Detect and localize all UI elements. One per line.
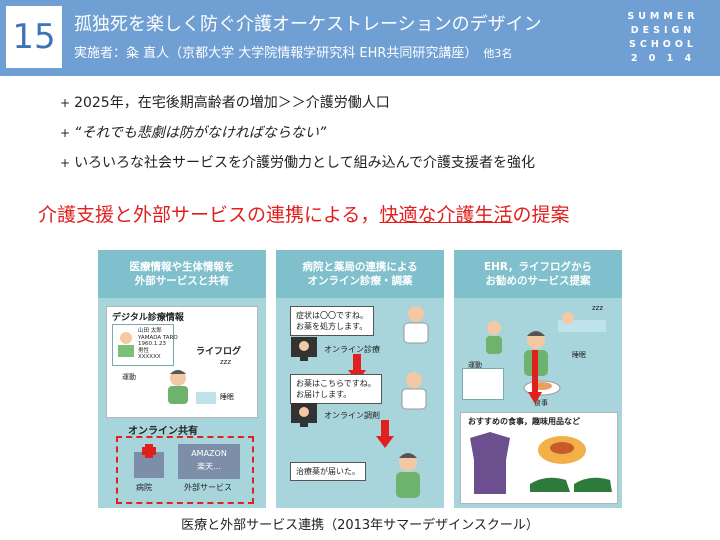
panel-title-line: EHR，ライフログから xyxy=(483,261,593,273)
panel-online-consult: 病院と薬局の連携によるオンライン診療・調薬 症状は〇〇ですね。 お薬を処方します… xyxy=(276,250,444,508)
panel-title-line: 医療情報や生体情報を xyxy=(129,261,235,273)
panel-title-line: オンライン診療・調薬 xyxy=(307,275,413,287)
bullet-marker: + xyxy=(60,156,71,170)
session-number: 15 xyxy=(6,6,62,68)
exercise-label: 運動 xyxy=(468,361,482,369)
exercise-person-illustration xyxy=(486,321,502,354)
panel-title: 病院と薬局の連携によるオンライン診療・調薬 xyxy=(276,250,444,298)
external-service-box: AMAZON 楽天... xyxy=(178,444,240,479)
elderly-person-illustration xyxy=(396,453,420,498)
meal-label: 食事 xyxy=(534,399,548,407)
person-photo-icon xyxy=(118,332,134,357)
elderly-person-illustration xyxy=(168,370,216,404)
panel-title: EHR，ライフログからお勧めのサービス提案 xyxy=(454,250,622,298)
zzz-label: zzz xyxy=(220,358,232,366)
panel-recommendation: EHR，ライフログからお勧めのサービス提案 zzz 睡眠 運動 食事 おすすめの… xyxy=(454,250,622,508)
id-card-text: 山田 太郎 YAMADA TARO 1960.1.23 男性 XXXXXX xyxy=(138,328,178,361)
illustration-panels: 医療情報や生体情報を外部サービスと共有 デジタル診療情報 山田 太郎 YAMAD… xyxy=(98,250,622,508)
rakuten-label: 楽天... xyxy=(197,462,221,471)
presenter-info: 実施者：粂 直人（京都大学 大学院情報学研究科 EHR共同研究講座） xyxy=(74,46,478,61)
logo-line: 2 0 1 4 xyxy=(630,53,696,64)
bubble-line: お薬を処方します。 xyxy=(296,322,368,331)
online-share-label: オンライン共有 xyxy=(128,426,198,437)
hospital-icon xyxy=(134,444,164,478)
lifelog-label: ライフログ xyxy=(196,347,242,357)
down-arrow-icon xyxy=(528,350,542,404)
doctor-illustration xyxy=(403,306,429,344)
pharmacist-illustration xyxy=(401,372,427,410)
panel-title-line: 外部サービスと共有 xyxy=(134,275,230,287)
bullet-item: +2025年，在宅後期高齢者の増加＞＞介護労働人口 xyxy=(60,92,535,122)
sleep-label: 睡眠 xyxy=(220,393,234,401)
bubble-line: お届けします。 xyxy=(296,390,352,399)
logo-line: SUMMER xyxy=(627,11,699,22)
headline-part: の提案 xyxy=(512,204,570,226)
headline: 介護支援と外部サービスの連携による，快適な介護生活の提案 xyxy=(38,200,569,227)
online-consult-label: オンライン診療 xyxy=(324,345,380,354)
recommended-items-illustration xyxy=(470,432,612,494)
zzz-label: zzz xyxy=(592,304,604,312)
header-bar: 15 孤独死を楽しく防ぐ介護オーケストレーションのデザイン 実施者：粂 直人（京… xyxy=(0,0,720,76)
online-dispense-label: オンライン調剤 xyxy=(324,411,380,420)
logo-line: SCHOOL xyxy=(629,39,697,50)
digital-record-label: デジタル診療情報 xyxy=(112,313,184,323)
panel-title-line: 病院と薬局の連携による xyxy=(302,261,418,273)
headline-part: 介護支援と外部サービスの連携による， xyxy=(38,204,380,226)
figure-caption: 医療と外部サービス連携（2013年サマーデザインスクール） xyxy=(181,518,539,533)
amazon-label: AMAZON xyxy=(191,449,227,458)
bullet-text: “それでも悲劇は防がなければならない” xyxy=(74,125,327,141)
card-line: YAMADA TARO xyxy=(138,334,178,341)
page-title: 孤独死を楽しく防ぐ介護オーケストレーションのデザイン xyxy=(74,14,542,35)
bubble-line: お薬はこちらですね。 xyxy=(296,379,376,388)
speech-bubble: 症状は〇〇ですね。 お薬を処方します。 xyxy=(290,306,374,336)
sleep-bed-illustration xyxy=(558,312,606,332)
bullet-item: +いろいろな社会サービスを介護労働力として組み込んで介護支援者を強化 xyxy=(60,152,535,182)
card-line: 男性 xyxy=(138,347,150,354)
recommend-label: おすすめの食事，趣味用品など xyxy=(468,417,580,426)
panel-title-line: お勧めのサービス提案 xyxy=(485,275,591,287)
bullet-list: +2025年，在宅後期高齢者の増加＞＞介護労働人口 +“それでも悲劇は防がなけれ… xyxy=(60,92,535,182)
services-box xyxy=(116,436,254,504)
bullet-text: 2025年，在宅後期高齢者の増加＞＞介護労働人口 xyxy=(74,95,390,111)
monitor-icon xyxy=(291,403,317,427)
hospital-label: 病院 xyxy=(136,483,152,492)
others-count: 他3名 xyxy=(483,47,513,60)
external-service-label: 外部サービス xyxy=(184,483,232,492)
bullet-marker: + xyxy=(60,96,71,110)
card-line: 1960.1.23 xyxy=(138,341,166,347)
exercise-label: 運動 xyxy=(122,373,136,381)
bullet-text: いろいろな社会サービスを介護労働力として組み込んで介護支援者を強化 xyxy=(74,155,535,171)
sleep-label: 睡眠 xyxy=(572,351,586,359)
logo-line: DESIGN xyxy=(630,25,696,36)
bullet-marker: + xyxy=(60,126,71,140)
card-line: XXXXXX xyxy=(138,354,161,360)
bubble-line: 症状は〇〇ですね。 xyxy=(296,311,368,320)
speech-bubble: お薬はこちらですね。 お届けします。 xyxy=(290,374,382,404)
id-card xyxy=(462,368,504,400)
summer-design-school-logo: SUMMER DESIGN SCHOOL 2 0 1 4 xyxy=(620,10,706,66)
presenter-line: 実施者：粂 直人（京都大学 大学院情報学研究科 EHR共同研究講座） 他3名 xyxy=(74,42,512,61)
headline-highlight: 快適な介護生活 xyxy=(379,204,513,226)
card-line: 山田 太郎 xyxy=(138,328,162,334)
down-arrow-icon xyxy=(376,420,394,448)
panel-title: 医療情報や生体情報を外部サービスと共有 xyxy=(98,250,266,298)
panel-shared-info: 医療情報や生体情報を外部サービスと共有 デジタル診療情報 山田 太郎 YAMAD… xyxy=(98,250,266,508)
speech-bubble: 治療薬が届いた。 xyxy=(290,462,366,481)
monitor-icon xyxy=(291,337,317,361)
bullet-item: +“それでも悲劇は防がなければならない” xyxy=(60,122,535,152)
